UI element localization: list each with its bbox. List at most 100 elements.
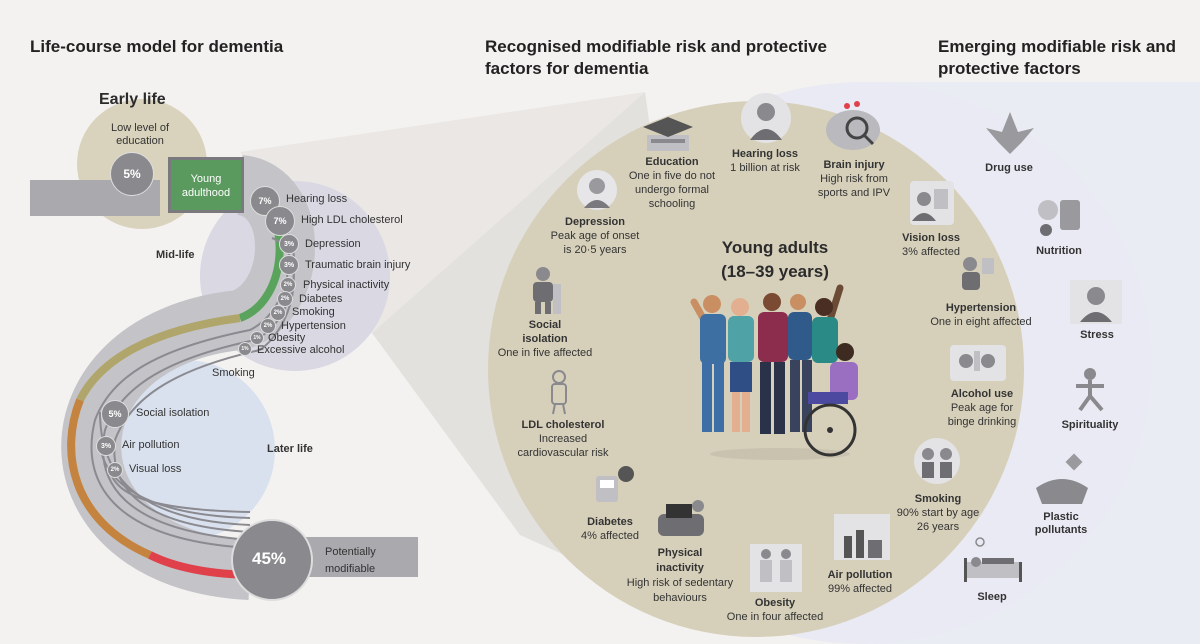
vision-loss-desc1: 3% affected: [902, 246, 960, 258]
education-desc1: One in five do not: [628, 170, 716, 182]
brain-injury-desc2: sports and IPV: [817, 187, 891, 199]
stress-icon: [1070, 280, 1122, 324]
stress-label: Stress: [1080, 329, 1114, 341]
air-pollution-icon: [834, 514, 890, 560]
physical-inactivity-desc2: behaviours: [653, 592, 707, 604]
recognised-heading-line2: factors for dementia: [485, 59, 649, 78]
social-isolation-factor: Social isolation One in five affected: [490, 318, 600, 360]
diabetes-factor: Diabetes 4% affected: [560, 515, 660, 543]
social-isolation-name1: Social: [528, 319, 562, 331]
emerging-heading-line1: Emerging modifiable risk and: [938, 37, 1177, 56]
nutrition-icon: [1038, 200, 1080, 236]
depression-desc2: is 20·5 years: [563, 244, 627, 256]
brain-injury-name: Brain injury: [823, 159, 885, 171]
education-name: Education: [645, 156, 699, 168]
midlife-factor-label: Excessive alcohol: [257, 344, 345, 356]
obesity-name: Obesity: [754, 597, 796, 609]
diabetes-desc1: 4% affected: [581, 530, 639, 542]
midlife-factor-pct: 7%: [250, 186, 280, 216]
social-isolation-name2: isolation: [522, 333, 568, 345]
midlife-factor-label: Hearing loss: [286, 193, 348, 205]
life-course-heading: Life-course model for dementia: [30, 37, 284, 56]
spirituality-icon: [1076, 368, 1104, 412]
midlife-factor-pct: 7%: [265, 206, 295, 236]
hearing-loss-icon: [741, 93, 791, 143]
air-pollution-factor: Air pollution 99% affected: [810, 568, 910, 596]
midlife-factor-label: Obesity: [268, 332, 306, 344]
physical-inactivity-factor: Physical inactivity High risk of sedenta…: [615, 546, 745, 606]
diabetes-name: Diabetes: [587, 516, 633, 528]
plastic-pollutants-label: Plastic pollutants: [1026, 511, 1096, 537]
depression-desc1: Peak age of onset: [550, 230, 640, 242]
smoking-name: Smoking: [914, 493, 962, 505]
smoking-later-label: Smoking: [212, 367, 255, 379]
laterlife-factor-label: Visual loss: [129, 463, 182, 475]
sleep-label: Sleep: [977, 591, 1007, 603]
smoking-factor: Smoking 90% start by age 26 years: [888, 492, 988, 534]
brain-injury-factor: Brain injury High risk from sports and I…: [798, 158, 910, 200]
vision-loss-factor: Vision loss 3% affected: [880, 231, 982, 259]
drug-use-label: Drug use: [985, 162, 1033, 174]
ldl-cholesterol-icon: [551, 370, 567, 415]
young-adults-title: Young adults (18–39 years): [695, 236, 855, 284]
low-education-label: Low level of education: [100, 122, 180, 148]
education-pct-badge: 5%: [110, 152, 154, 196]
nutrition-label: Nutrition: [1036, 245, 1082, 257]
smoking-desc1: 90% start by age: [896, 507, 980, 519]
education-factor: Education One in five do not undergo for…: [612, 155, 732, 211]
brain-injury-icon: [826, 101, 880, 150]
ldl-cholesterol-desc2: cardiovascular risk: [517, 447, 609, 459]
smoking-desc2: 26 years: [916, 521, 960, 533]
midlife-factor-pct: 2%: [260, 318, 276, 334]
depression-factor: Depression Peak age of onset is 20·5 yea…: [540, 215, 650, 257]
sleep-icon: [964, 537, 1022, 582]
hypertension-icon: [962, 257, 994, 290]
depression-name: Depression: [565, 216, 625, 228]
vision-loss-icon: [910, 181, 954, 225]
plastic-line1: Plastic: [1043, 511, 1079, 523]
hypertension-desc1: One in eight affected: [930, 316, 1032, 328]
drug-use-icon: [986, 112, 1034, 154]
spirituality-label: Spirituality: [1061, 419, 1119, 431]
education-icon: [643, 117, 693, 151]
diabetes-icon: [596, 466, 634, 502]
midlife-factor-pct: 2%: [280, 277, 296, 293]
laterlife-factor-label: Social isolation: [136, 407, 210, 419]
alcohol-use-name: Alcohol use: [950, 388, 1014, 400]
hearing-loss-factor: Hearing loss 1 billion at risk: [710, 147, 820, 175]
plastic-line2: pollutants: [1034, 524, 1088, 536]
alcohol-use-desc2: binge drinking: [947, 416, 1017, 428]
obesity-desc1: One in four affected: [726, 611, 824, 623]
hearing-loss-name: Hearing loss: [731, 148, 799, 160]
early-life-label: Early life: [99, 91, 166, 108]
young-adulthood-line1: Young: [190, 173, 222, 185]
midlife-factor-label: Smoking: [292, 306, 335, 318]
young-adulthood-line2: adulthood: [181, 187, 231, 199]
low-education-line2: education: [116, 135, 164, 147]
recognised-heading-line1: Recognised modifiable risk and protectiv…: [485, 37, 827, 56]
physical-inactivity-name2: inactivity: [656, 562, 704, 574]
mid-life-label: Mid-life: [156, 249, 195, 261]
physical-inactivity-icon: [658, 500, 704, 536]
plastic-pollutants-icon: [1036, 453, 1088, 504]
later-life-label: Later life: [267, 443, 313, 455]
smoking-icon: [914, 438, 960, 484]
midlife-factor-label: High LDL cholesterol: [301, 214, 403, 226]
emerging-heading: Emerging modifiable risk and protective …: [938, 36, 1176, 80]
midlife-factor-label: Hypertension: [281, 320, 346, 332]
midlife-factor-pct: 1%: [250, 331, 264, 345]
laterlife-factor-label: Air pollution: [122, 439, 180, 451]
midlife-factor-label: Physical inactivity: [303, 279, 390, 291]
ldl-cholesterol-factor: LDL cholesterol Increased cardiovascular…: [508, 418, 618, 460]
emerging-heading-line2: protective factors: [938, 59, 1081, 78]
ldl-cholesterol-name: LDL cholesterol: [521, 419, 605, 431]
hypertension-name: Hypertension: [945, 302, 1017, 314]
physical-inactivity-desc1: High risk of sedentary: [626, 577, 734, 589]
education-desc3: schooling: [648, 198, 696, 210]
total-pct-value: 45%: [252, 549, 287, 568]
potentially-line2: modifiable: [325, 563, 376, 575]
social-isolation-icon: [533, 267, 561, 314]
midlife-factor-label: Depression: [305, 238, 361, 250]
young-adulthood-box: Young adulthood: [168, 157, 244, 213]
